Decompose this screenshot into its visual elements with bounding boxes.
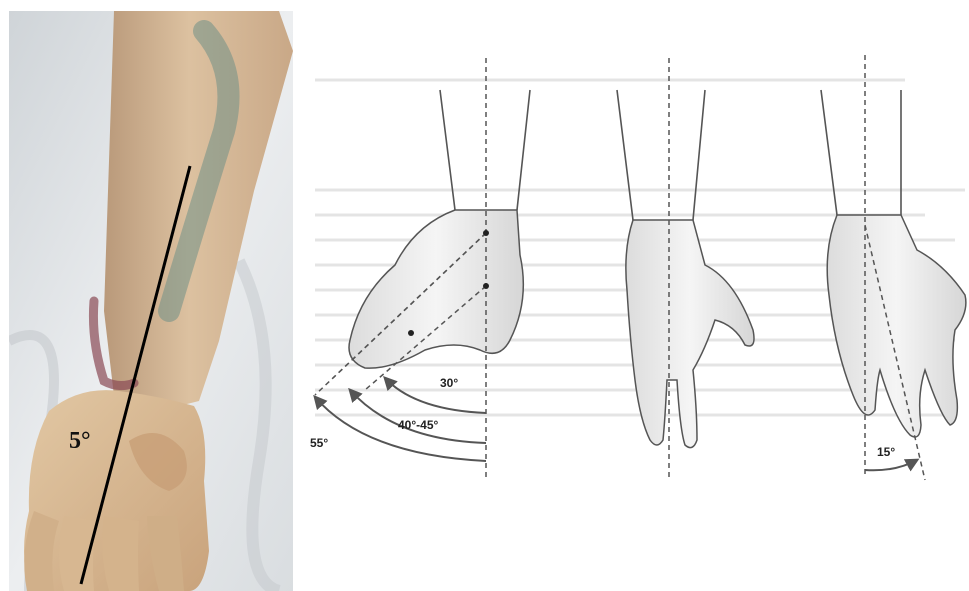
- hand-outline: [626, 220, 754, 448]
- forearm-photo: 5°: [9, 11, 293, 591]
- hand-outline: [827, 215, 966, 437]
- flexion-label-55: 55°: [310, 436, 328, 450]
- flexion-label-30: 30°: [440, 376, 458, 390]
- photo-angle-label: 5°: [69, 428, 91, 454]
- joint-marker: [408, 330, 414, 336]
- finger: [59, 516, 97, 591]
- deviation-arc-15: [865, 460, 917, 470]
- joint-marker: [483, 283, 489, 289]
- flexion-arc-30: [385, 378, 486, 413]
- wrist-rom-svg: 30° 40°-45° 55° 15°: [305, 50, 969, 520]
- flexion-label-40-45: 40°-45°: [398, 418, 438, 432]
- hand-outline: [349, 210, 523, 368]
- forearm-outline: [440, 90, 530, 210]
- wrist-rom-diagram: 30° 40°-45° 55° 15°: [305, 50, 969, 520]
- forearm-outline: [821, 90, 901, 215]
- forearm-photo-svg: 5°: [9, 11, 293, 591]
- joint-marker: [483, 230, 489, 236]
- deviation-label-15: 15°: [877, 445, 895, 459]
- finger: [102, 516, 139, 591]
- forearm-outline: [617, 90, 705, 220]
